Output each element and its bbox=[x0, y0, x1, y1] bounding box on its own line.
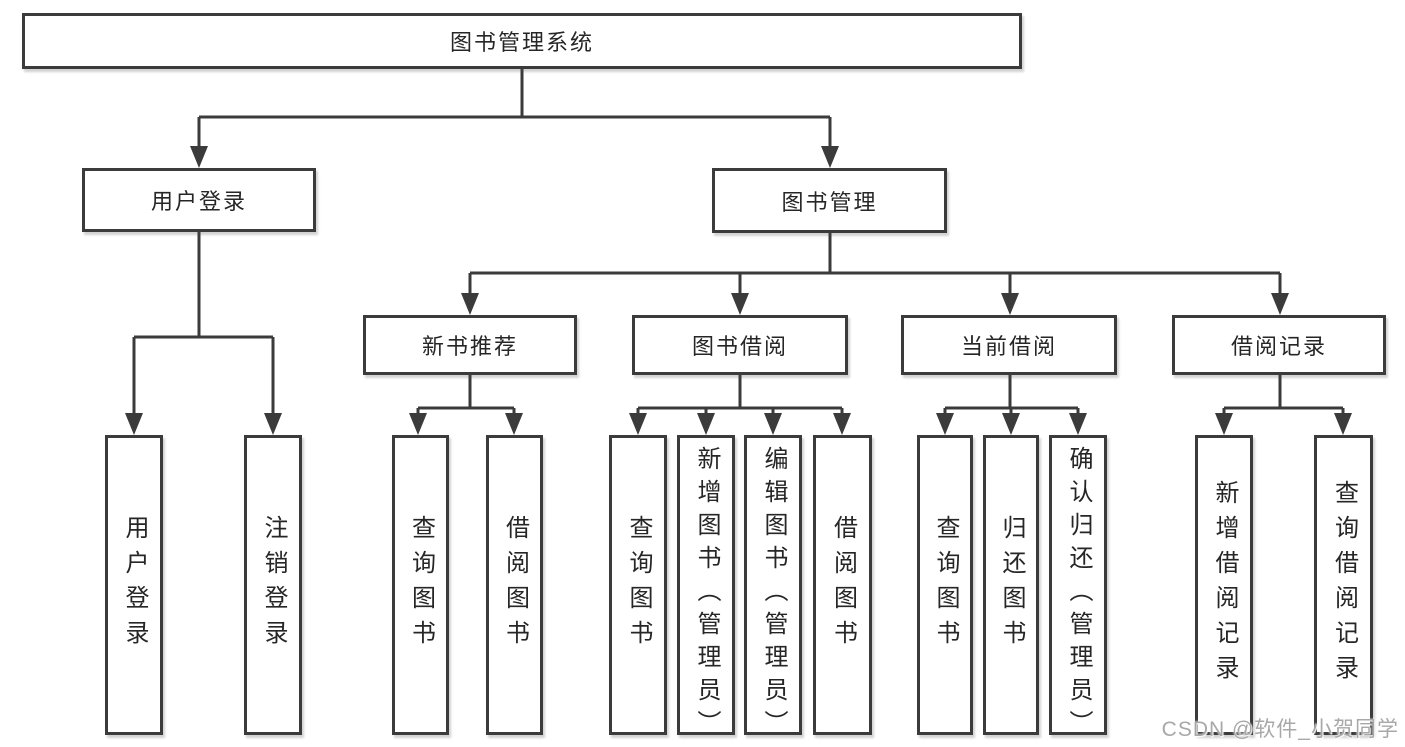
leaf-logout: 注销登录 bbox=[244, 435, 302, 735]
node-user-login: 用户登录 bbox=[82, 168, 316, 232]
leaf-br-add-record: 新增借阅记录 bbox=[1195, 435, 1253, 735]
leaf-bb-edit-books-admin: 编辑图书（管理员） bbox=[744, 435, 802, 743]
node-current-borrow: 当前借阅 bbox=[901, 315, 1117, 375]
node-book-management: 图书管理 bbox=[712, 168, 947, 233]
node-borrow-records: 借阅记录 bbox=[1172, 315, 1386, 375]
leaf-bb-borrow-books: 借阅图书 bbox=[813, 435, 872, 735]
leaf-bb-query-books: 查询图书 bbox=[609, 435, 667, 735]
leaf-user-login: 用户登录 bbox=[105, 435, 163, 735]
node-new-book-recommend: 新书推荐 bbox=[363, 315, 577, 375]
node-root-system: 图书管理系统 bbox=[22, 13, 1022, 69]
node-book-borrow: 图书借阅 bbox=[632, 315, 848, 375]
leaf-cb-return-books: 归还图书 bbox=[983, 435, 1039, 735]
csdn-watermark: CSDN @软件_小贺同学 bbox=[1161, 718, 1399, 741]
leaf-br-query-record: 查询借阅记录 bbox=[1314, 435, 1373, 735]
leaf-bb-add-books-admin: 新增图书（管理员） bbox=[677, 435, 735, 743]
leaf-cb-confirm-return-admin: 确认归还（管理员） bbox=[1049, 435, 1107, 743]
leaf-rec-query-books: 查询图书 bbox=[392, 435, 449, 735]
leaf-cb-query-books: 查询图书 bbox=[917, 435, 973, 735]
leaf-rec-borrow-books: 借阅图书 bbox=[486, 435, 543, 735]
arrowheads bbox=[125, 146, 1352, 435]
